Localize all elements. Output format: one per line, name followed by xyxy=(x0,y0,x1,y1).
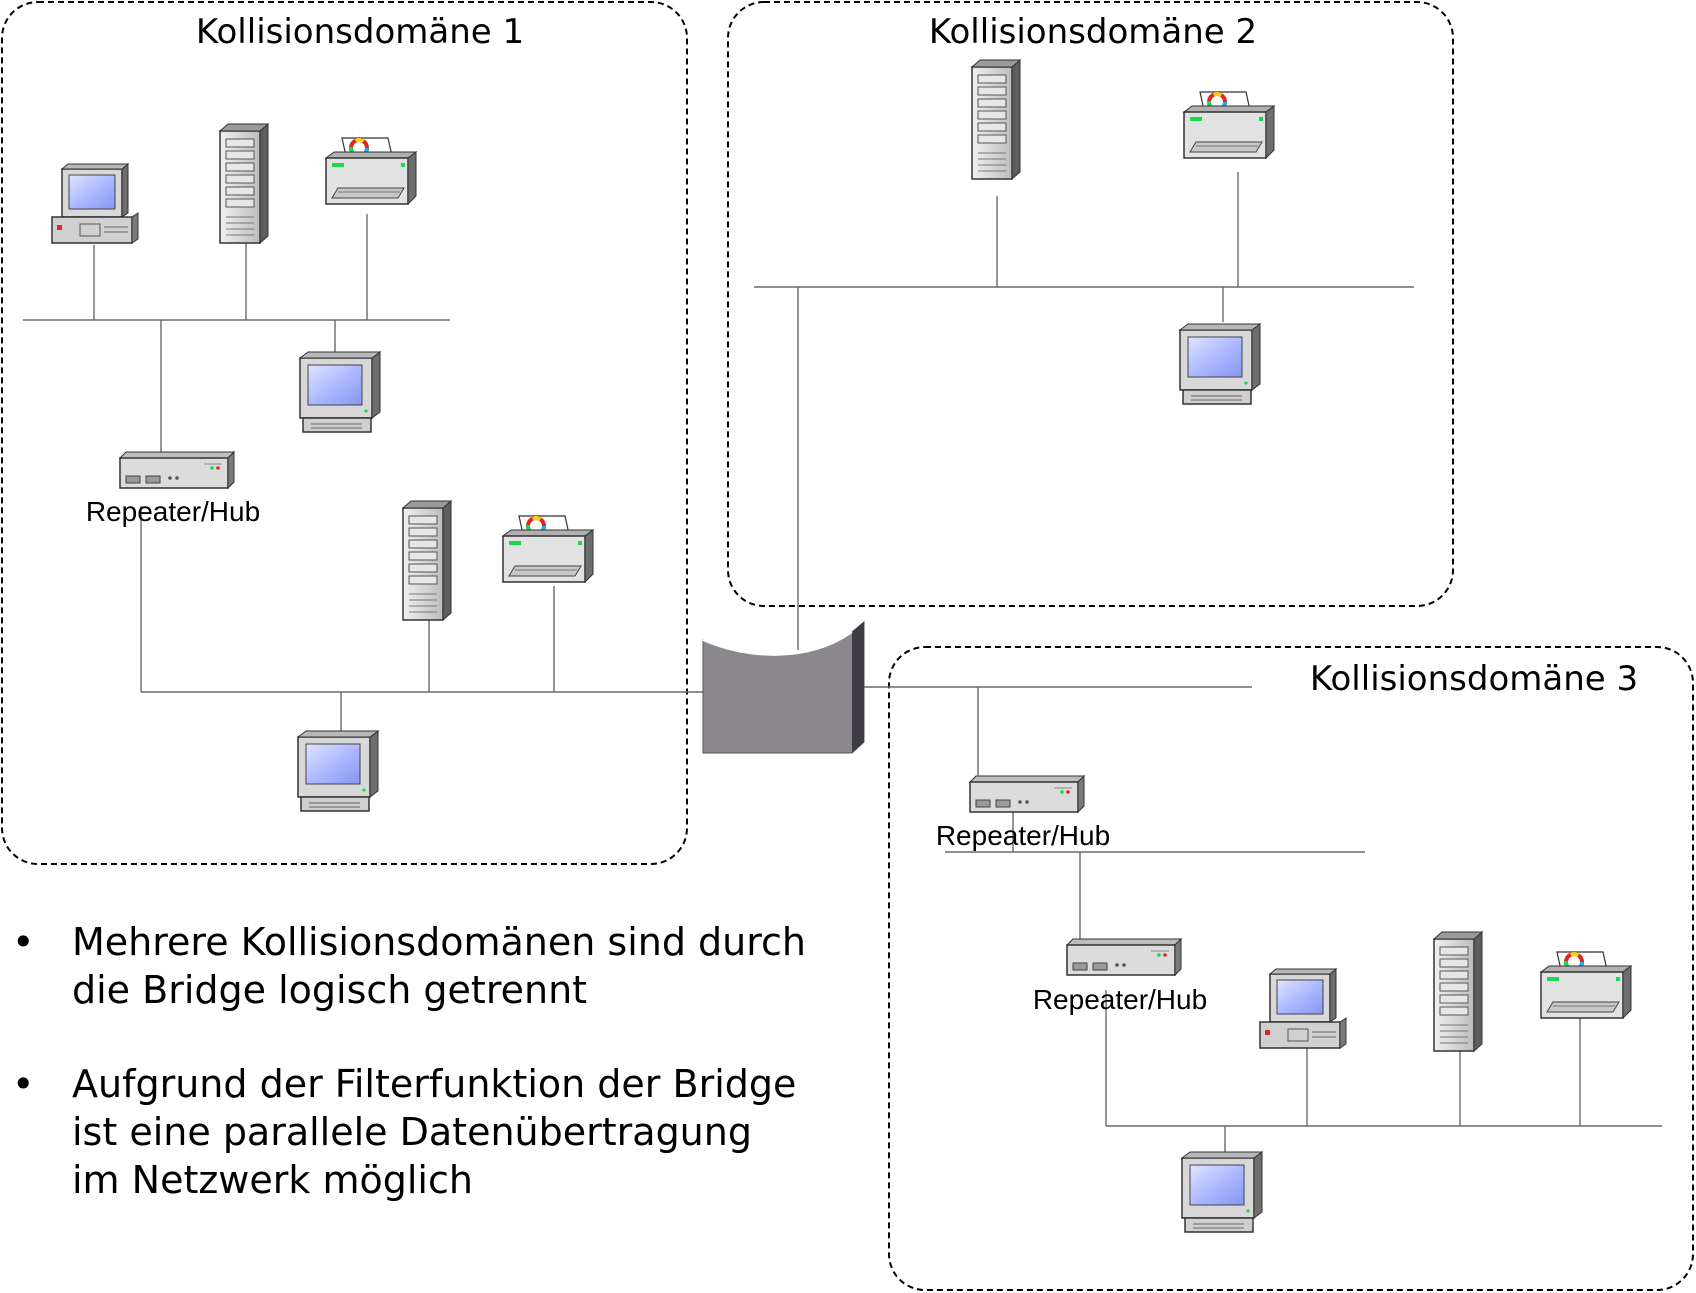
bullet-text: Mehrere Kollisionsdomänen sind durch die… xyxy=(72,920,807,1012)
bullet-item: • Aufgrund der Filterfunktion der Bridge… xyxy=(10,1060,810,1204)
desktop-pc-icon xyxy=(51,163,139,244)
repeater-hub-label: Repeater/Hub xyxy=(86,496,260,527)
desktop-pc-icon xyxy=(1259,968,1347,1049)
repeater-hub-icon xyxy=(119,451,235,489)
printer-icon xyxy=(1182,90,1276,160)
bullet-list: • Mehrere Kollisionsdomänen sind durch d… xyxy=(10,918,810,1250)
workstation-icon xyxy=(299,351,381,433)
domain-3-frame xyxy=(888,646,1694,1291)
bullet-marker: • xyxy=(12,1062,35,1106)
printer-icon xyxy=(1539,950,1633,1020)
domain-2-frame xyxy=(727,1,1454,607)
repeater-hub-label: Repeater/Hub xyxy=(936,820,1110,851)
workstation-icon xyxy=(297,730,379,812)
server-icon xyxy=(971,59,1021,180)
server-icon xyxy=(219,123,269,244)
printer-icon xyxy=(324,136,418,206)
bullet-item: • Mehrere Kollisionsdomänen sind durch d… xyxy=(10,918,810,1014)
domain-2-title: Kollisionsdomäne 2 xyxy=(929,12,1257,52)
bridge-device xyxy=(702,620,865,754)
workstation-icon xyxy=(1181,1151,1263,1233)
network-cables xyxy=(23,172,1662,1152)
domain-1-title: Kollisionsdomäne 1 xyxy=(196,12,524,52)
server-icon xyxy=(402,500,452,621)
bullet-text: Aufgrund der Filterfunktion der Bridge i… xyxy=(72,1062,797,1202)
repeater-hub-icon xyxy=(969,775,1085,813)
repeater-hub-label: Repeater/Hub xyxy=(1033,984,1207,1015)
server-icon xyxy=(1433,931,1483,1052)
domain-3-title: Kollisionsdomäne 3 xyxy=(1310,659,1638,699)
workstation-icon xyxy=(1179,323,1261,405)
printer-icon xyxy=(501,514,595,584)
bullet-marker: • xyxy=(12,920,35,964)
repeater-hub-icon xyxy=(1066,938,1182,976)
domain-1-frame xyxy=(1,1,688,865)
